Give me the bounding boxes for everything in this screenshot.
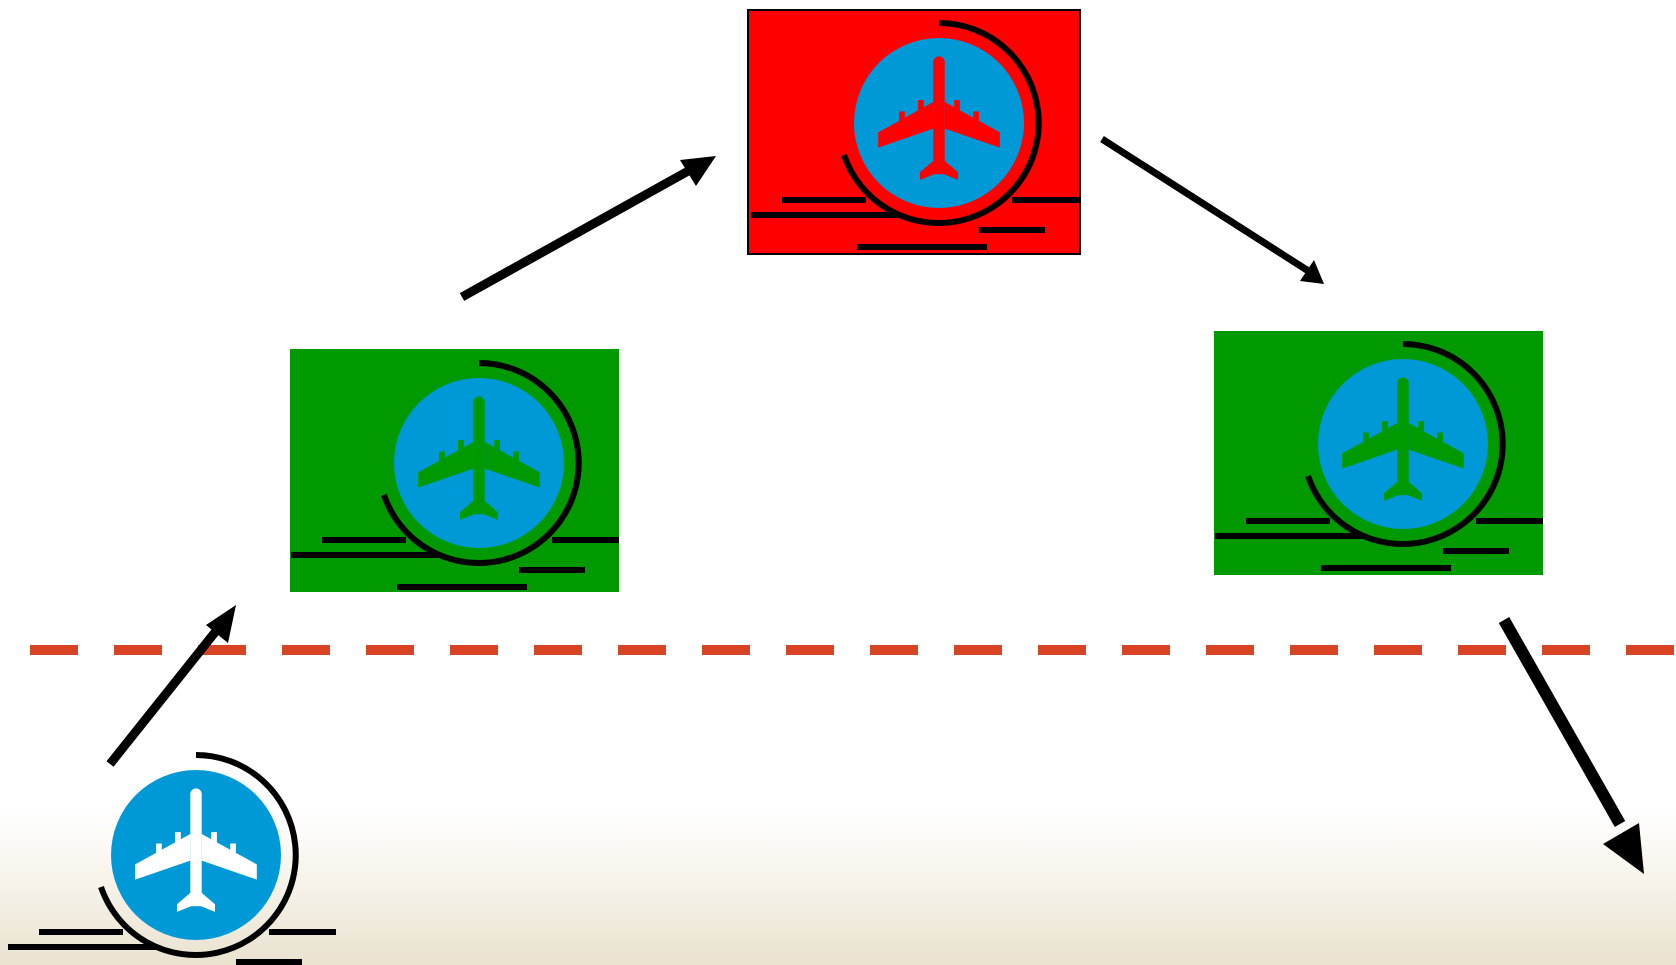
motion-lines-icon: [291, 537, 619, 590]
arrow-descent-to-exit: [1498, 617, 1644, 874]
motion-lines-icon: [1215, 518, 1543, 571]
motion-lines-icon: [751, 197, 1079, 250]
nodes-layer: [8, 9, 1543, 965]
node-climb: [290, 349, 619, 592]
node-descent: [1214, 331, 1543, 575]
arrow-ground-to-climb: [106, 605, 236, 767]
circular-arrow-icon: [841, 20, 1042, 226]
circular-arrow-icon: [1305, 341, 1506, 547]
arrow-climb-to-peak: [459, 156, 716, 301]
arrow-peak-to-descent: [1100, 136, 1324, 284]
circular-arrow-icon: [98, 752, 299, 958]
node-peak: [747, 9, 1081, 255]
motion-lines-icon: [8, 929, 336, 965]
circular-arrow-icon: [381, 360, 582, 566]
node-ground: [8, 752, 336, 965]
